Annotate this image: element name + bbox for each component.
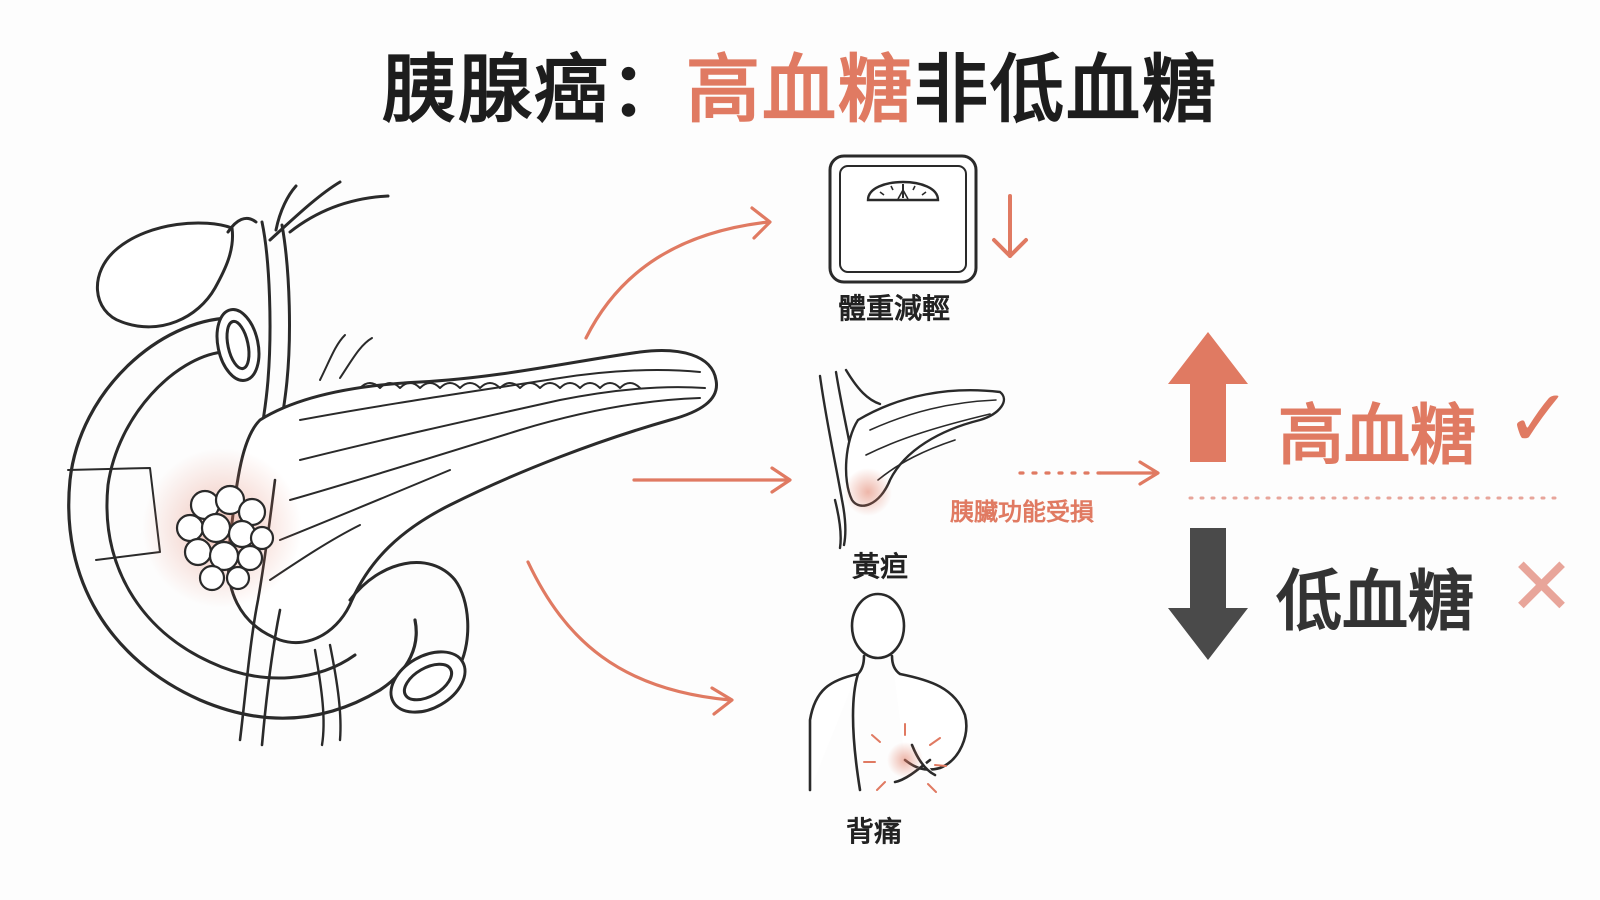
- label-weight-loss: 體重減輕: [838, 292, 951, 325]
- duodenum: [67, 316, 418, 720]
- title-part-1: 胰腺癌：: [382, 47, 686, 133]
- gallbladder: [95, 221, 235, 329]
- arrow-to-back-pain: [526, 560, 732, 702]
- result-high-blood-sugar: 高血糖: [1278, 397, 1476, 474]
- down-arrow-dark-icon: [1168, 528, 1248, 660]
- label-back-pain: 背痛: [846, 815, 903, 848]
- title-part-2: 非低血糖: [914, 47, 1218, 133]
- back-pain-figure: [808, 592, 968, 792]
- tumor: [142, 448, 302, 608]
- page-title: 胰腺癌：高血糖非低血糖: [0, 30, 1600, 137]
- pancreas-illustration: [67, 180, 718, 747]
- label-pancreas-damage: 胰臟功能受損: [950, 498, 1094, 526]
- arrow-to-weight-loss: [584, 220, 770, 340]
- check-icon: ✓: [1505, 372, 1573, 465]
- pain-burst: [863, 723, 947, 793]
- down-arrow-icon: [992, 194, 1028, 258]
- jejunum-opening: [389, 650, 467, 714]
- scale-icon: [828, 154, 978, 284]
- jaundice-spot: [844, 468, 892, 516]
- result-low-blood-sugar: 低血糖: [1276, 563, 1474, 640]
- up-arrow-icon: [1168, 332, 1248, 462]
- cross-icon: ✕: [1508, 540, 1576, 633]
- label-jaundice: 黃疸: [852, 550, 909, 583]
- title-highlight: 高血糖: [686, 47, 914, 133]
